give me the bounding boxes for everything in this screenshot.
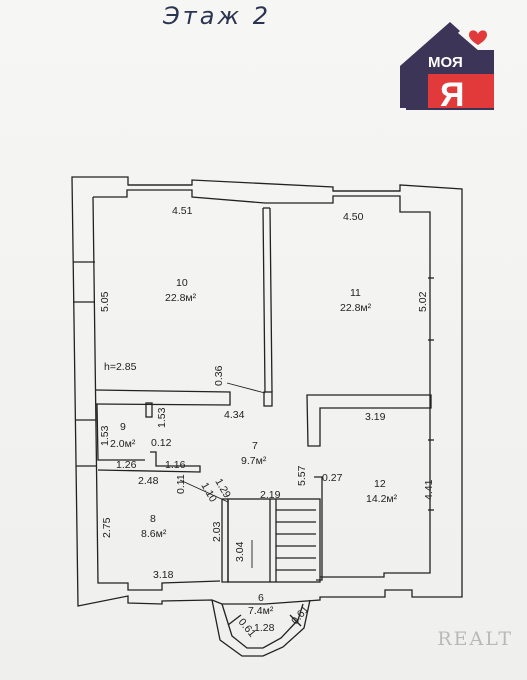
dim-0-36: 0.36 (213, 365, 225, 386)
dim-1-53-left: 1.53 (99, 425, 111, 446)
dim-2-75: 2.75 (101, 517, 113, 538)
dim-3-18: 3.18 (153, 569, 174, 581)
room-10-number: 10 (176, 277, 188, 289)
dim-1-16: 1.16 (165, 459, 186, 471)
room-6-area: 7.4м² (248, 605, 274, 617)
room-8-area: 8.6м² (141, 528, 167, 540)
room-11-area: 22.8м² (340, 302, 372, 314)
logo-word: МОЯ (428, 54, 463, 71)
dim-0-12: 0.12 (151, 437, 172, 449)
dim-2-19: 2.19 (260, 489, 281, 501)
dim-5-05: 5.05 (99, 291, 111, 312)
dim-5-02: 5.02 (417, 291, 429, 312)
room-7-number: 7 (252, 440, 258, 452)
dim-0-11: 0.11 (175, 474, 187, 494)
dim-4-41: 4.41 (423, 479, 435, 500)
dim-2-48: 2.48 (138, 475, 159, 487)
dim-0-27: 0.27 (322, 472, 343, 484)
dim-1-26: 1.26 (116, 459, 137, 471)
dim-1-28: 1.28 (254, 622, 275, 634)
dim-4-51: 4.51 (172, 205, 193, 217)
ceiling-height: h=2.85 (104, 361, 137, 373)
room-12-area: 14.2м² (366, 493, 398, 505)
dim-1-53-right: 1.53 (156, 407, 168, 428)
room-9-area: 2.0м² (110, 438, 136, 450)
room-12-number: 12 (374, 478, 386, 490)
room-11-number: 11 (350, 287, 361, 299)
realt-watermark: REALT (437, 628, 513, 650)
room-10-area: 22.8м² (165, 292, 197, 304)
dim-2-03: 2.03 (211, 521, 223, 542)
room-6-number: 6 (258, 592, 264, 604)
dim-3-19: 3.19 (365, 411, 386, 423)
dim-4-50: 4.50 (343, 211, 364, 223)
room-9-number: 9 (120, 421, 126, 433)
room-8-number: 8 (150, 513, 156, 525)
dim-5-57: 5.57 (296, 465, 308, 486)
outer-wall (71, 176, 463, 607)
logo-big-letter: Я (440, 76, 464, 112)
dim-4-34: 4.34 (224, 409, 245, 421)
floor-title: Этаж 2 (163, 2, 271, 30)
inner-wall-line (93, 189, 431, 578)
moya-ya-logo: МОЯ Я (400, 22, 494, 112)
room-7-area: 9.7м² (241, 455, 267, 467)
dim-3-04: 3.04 (234, 541, 246, 562)
